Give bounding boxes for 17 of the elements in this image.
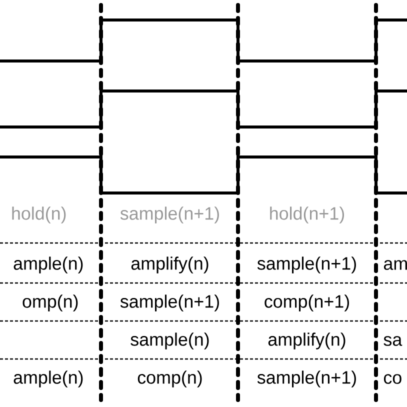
phase-label: ample(n) (14, 256, 83, 274)
phase-label: amplify(n) (131, 256, 208, 274)
phase-label: co (384, 374, 402, 384)
phase-label: sample(n+1) (120, 206, 219, 224)
phase-label: omp(n) (22, 294, 78, 312)
phase-label: hold(n+1) (270, 206, 344, 224)
phase-label: sa (384, 336, 402, 346)
phase-label: sample(n+1) (257, 370, 356, 388)
phase-label: comp(n+1) (264, 294, 349, 312)
phase-label: sample(n+1) (120, 294, 219, 312)
phase-label: comp(n) (138, 370, 202, 388)
phase-label: sample(n+1) (257, 256, 356, 274)
phase-label: hold(n) (12, 206, 66, 224)
phase-label: sample(n) (130, 332, 209, 350)
phase-label: am (384, 260, 407, 270)
phase-label: ample(n) (14, 370, 83, 388)
phase-label: amplify(n) (268, 332, 346, 350)
